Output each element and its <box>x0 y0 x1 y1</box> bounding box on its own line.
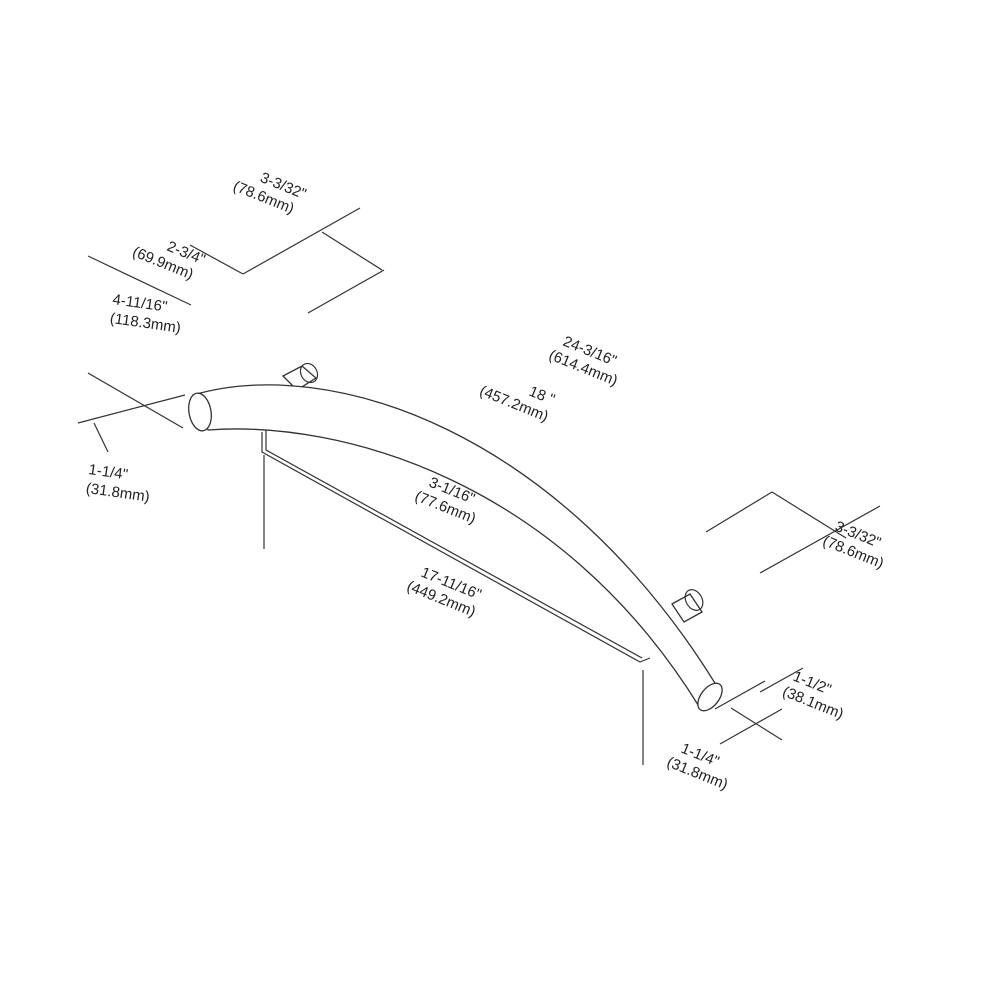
label-left-diameter-metric: (31.8mm) <box>85 480 151 506</box>
base-rail <box>261 430 651 663</box>
label-base-length: 17-11/16" (449.2mm) <box>404 564 483 621</box>
label-overall-length: 24-3/16" (614.4mm) <box>546 333 620 390</box>
label-left-diameter-imperial: 1-1/4" <box>87 461 128 483</box>
label-top-depth: 2-3/4" (69.9mm) <box>130 238 208 283</box>
right-end-cap <box>697 682 723 712</box>
left-end-cap <box>188 392 212 432</box>
dimension-lines <box>77 207 881 765</box>
right-wall-post <box>671 589 704 623</box>
label-right-diameter: 1-1/4" (31.8mm) <box>664 740 730 793</box>
label-top-offset: 3-3/32" (78.6mm) <box>231 169 309 217</box>
label-right-offset: 3-3/32" (78.6mm) <box>820 518 886 572</box>
label-left-height: 4-11/16" (118.3mm) <box>109 291 182 337</box>
label-center-distance: 18 " (457.2mm) <box>477 382 557 425</box>
label-left-height-metric: (118.3mm) <box>109 310 182 337</box>
label-left-diameter: 1-1/4" (31.8mm) <box>85 461 151 506</box>
curved-bar-tube <box>192 384 719 710</box>
